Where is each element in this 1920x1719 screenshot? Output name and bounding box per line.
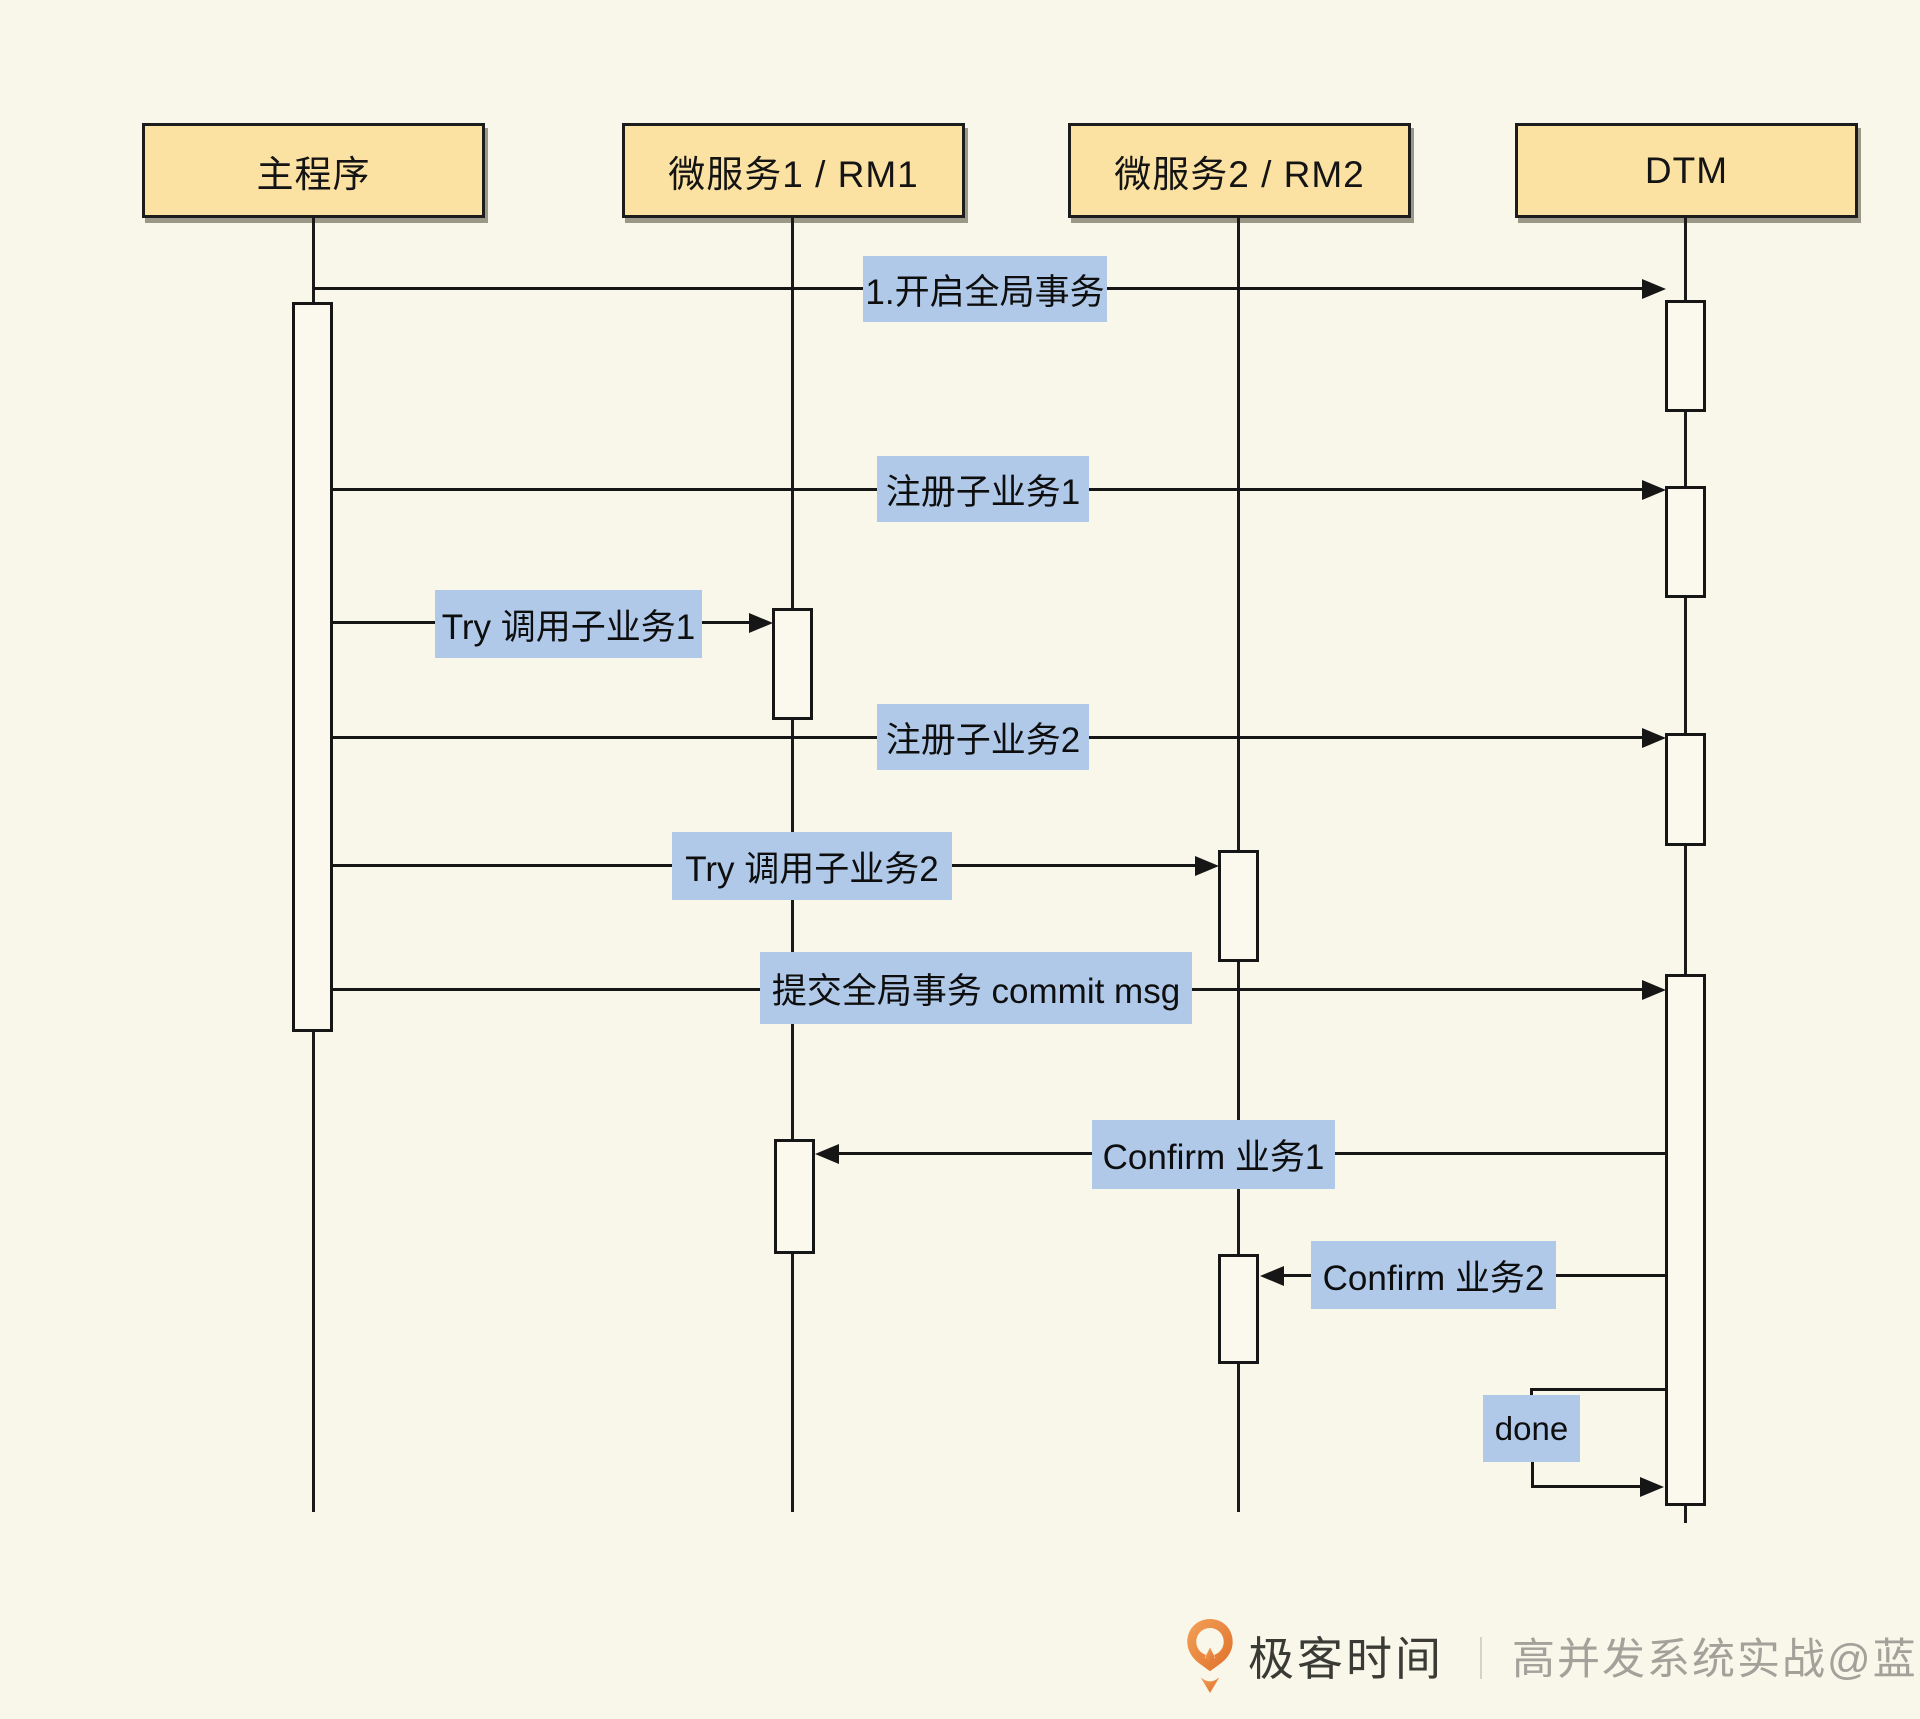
activation-bar-microservice1-confirm <box>774 1139 815 1254</box>
footer-brand-text: 极客时间 <box>1248 1633 1444 1685</box>
activation-bar-dtm-commit <box>1665 974 1706 1506</box>
footer-credit-text: 高并发系统实战@蓝天 <box>1512 1636 1920 1684</box>
message-line-done-bottom <box>1533 1485 1641 1488</box>
message-label-register-sub1: 注册子业务1 <box>877 456 1089 522</box>
geek-time-logo-icon <box>1184 1618 1236 1694</box>
message-label-try-call-sub2: Try 调用子业务2 <box>672 832 952 900</box>
message-label-open-global-transaction: 1.开启全局事务 <box>863 256 1107 322</box>
arrowhead-right-icon <box>1642 728 1666 748</box>
arrowhead-right-icon <box>1640 1477 1664 1497</box>
arrowhead-left-icon <box>815 1144 839 1164</box>
message-line-done-top <box>1530 1388 1666 1391</box>
lifeline-dtm <box>1684 218 1687 1523</box>
arrowhead-right-icon <box>1642 279 1666 299</box>
arrowhead-right-icon <box>749 613 773 633</box>
message-label-done: done <box>1483 1395 1580 1462</box>
actor-label: 微服务2 / RM2 <box>1114 153 1365 195</box>
activation-bar-microservice2-try <box>1218 850 1259 962</box>
footer-divider: ｜ <box>1460 1635 1503 1683</box>
actor-label: DTM <box>1644 149 1729 191</box>
arrowhead-right-icon <box>1642 980 1666 1000</box>
message-label-commit-global-transaction: 提交全局事务 commit msg <box>760 952 1192 1024</box>
activation-bar-microservice2-confirm <box>1218 1254 1259 1364</box>
actor-label: 主程序 <box>256 153 371 195</box>
message-line-done-vertical <box>1531 1462 1534 1488</box>
arrowhead-right-icon <box>1195 856 1219 876</box>
activation-bar-dtm-3 <box>1665 733 1706 846</box>
actor-box-microservice2-rm2: 微服务2 / RM2 <box>1068 123 1411 218</box>
message-label-confirm-sub1: Confirm 业务1 <box>1092 1120 1335 1189</box>
message-label-try-call-sub1: Try 调用子业务1 <box>435 590 702 658</box>
activation-bar-main-program <box>292 302 333 1032</box>
activation-bar-dtm-1 <box>1665 300 1706 412</box>
activation-bar-microservice1-try <box>772 608 813 720</box>
actor-box-microservice1-rm1: 微服务1 / RM1 <box>622 123 965 218</box>
actor-label: 微服务1 / RM1 <box>668 153 919 195</box>
message-label-register-sub2: 注册子业务2 <box>877 704 1089 770</box>
arrowhead-left-icon <box>1260 1266 1284 1286</box>
arrowhead-right-icon <box>1642 480 1666 500</box>
message-label-confirm-sub2: Confirm 业务2 <box>1311 1241 1556 1309</box>
actor-box-dtm: DTM <box>1515 123 1858 218</box>
footer-branding: 极客时间 ｜ 高并发系统实战@蓝天 <box>1184 1616 1920 1696</box>
actor-box-main-program: 主程序 <box>142 123 485 218</box>
activation-bar-dtm-2 <box>1665 486 1706 598</box>
